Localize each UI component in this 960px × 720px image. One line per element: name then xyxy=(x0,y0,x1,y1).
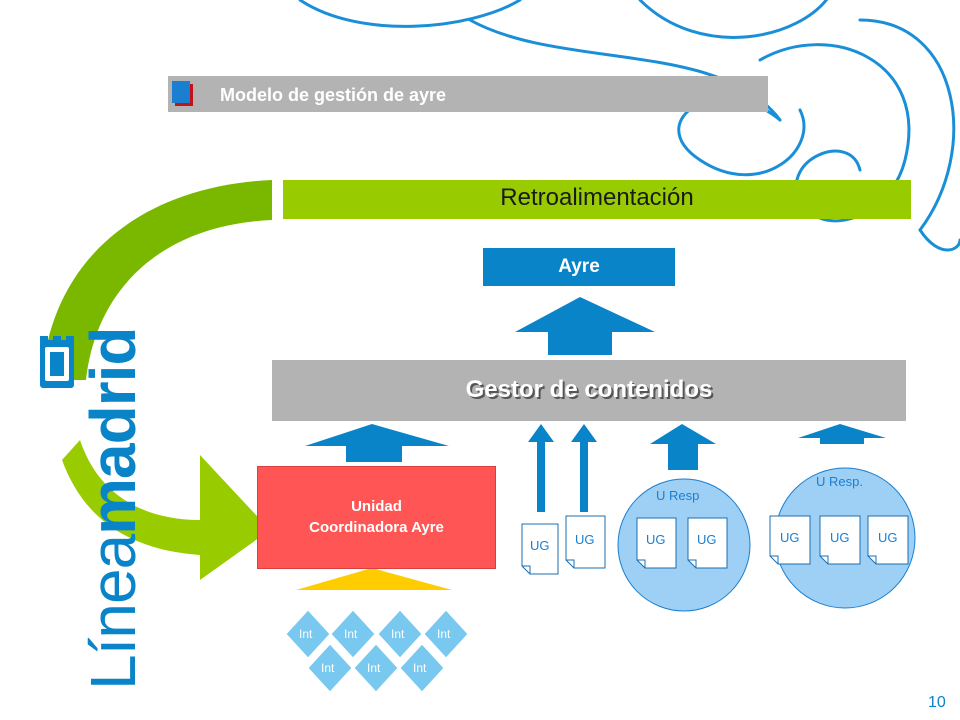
content-manager-node xyxy=(272,360,906,421)
header-title: Modelo de gestión de ayre xyxy=(220,85,447,105)
int-label: Int xyxy=(299,627,313,641)
ayre-label: Ayre xyxy=(558,256,600,277)
madrid-emblem-icon xyxy=(40,336,74,388)
int-label: Int xyxy=(367,661,381,675)
feedback-arrow xyxy=(62,440,270,580)
coordinator-node xyxy=(257,466,496,569)
arrow-ug-thin xyxy=(528,424,597,512)
arrow-inputs xyxy=(296,568,452,590)
uresp-circle-1 xyxy=(617,478,751,612)
header-bar xyxy=(168,76,768,112)
int-diamonds xyxy=(285,609,469,693)
uresp-label-1: U Resp xyxy=(656,488,700,503)
content-manager-label: Gestor de contenidos xyxy=(465,376,713,403)
logo-light: Línea xyxy=(77,534,149,690)
ug-label: UG xyxy=(646,532,666,547)
ug-label: UG xyxy=(878,530,898,545)
coordinator-label: Unidad Coordinadora Ayre xyxy=(257,496,496,538)
logo-bold: madrid xyxy=(77,327,149,535)
header-square-icon xyxy=(172,81,190,103)
arrow-unidad-up xyxy=(305,424,449,462)
uresp-label-2: U Resp. xyxy=(816,474,863,489)
arrow-uresp2 xyxy=(798,424,886,444)
ug-label: UG xyxy=(575,532,595,547)
ug-label: UG xyxy=(530,538,550,553)
feedback-label: Retroalimentación xyxy=(500,184,694,211)
feedback-bar xyxy=(283,180,911,219)
arrow-to-ayre xyxy=(515,297,655,355)
int-label: Int xyxy=(413,661,427,675)
int-label: Int xyxy=(391,627,405,641)
ug-label: UG xyxy=(830,530,850,545)
ayre-node xyxy=(483,248,675,286)
ug-docs xyxy=(521,515,909,575)
int-label: Int xyxy=(344,627,358,641)
int-label: Int xyxy=(437,627,451,641)
coordinator-line2: Coordinadora Ayre xyxy=(309,519,444,536)
lineamadrid-logo: Líneamadrid xyxy=(76,327,150,690)
ug-label: UG xyxy=(780,530,800,545)
coordinator-line1: Unidad xyxy=(351,498,402,515)
int-label: Int xyxy=(321,661,335,675)
arrow-uresp1 xyxy=(650,424,716,470)
ug-label: UG xyxy=(697,532,717,547)
page-number: 10 xyxy=(928,694,946,711)
